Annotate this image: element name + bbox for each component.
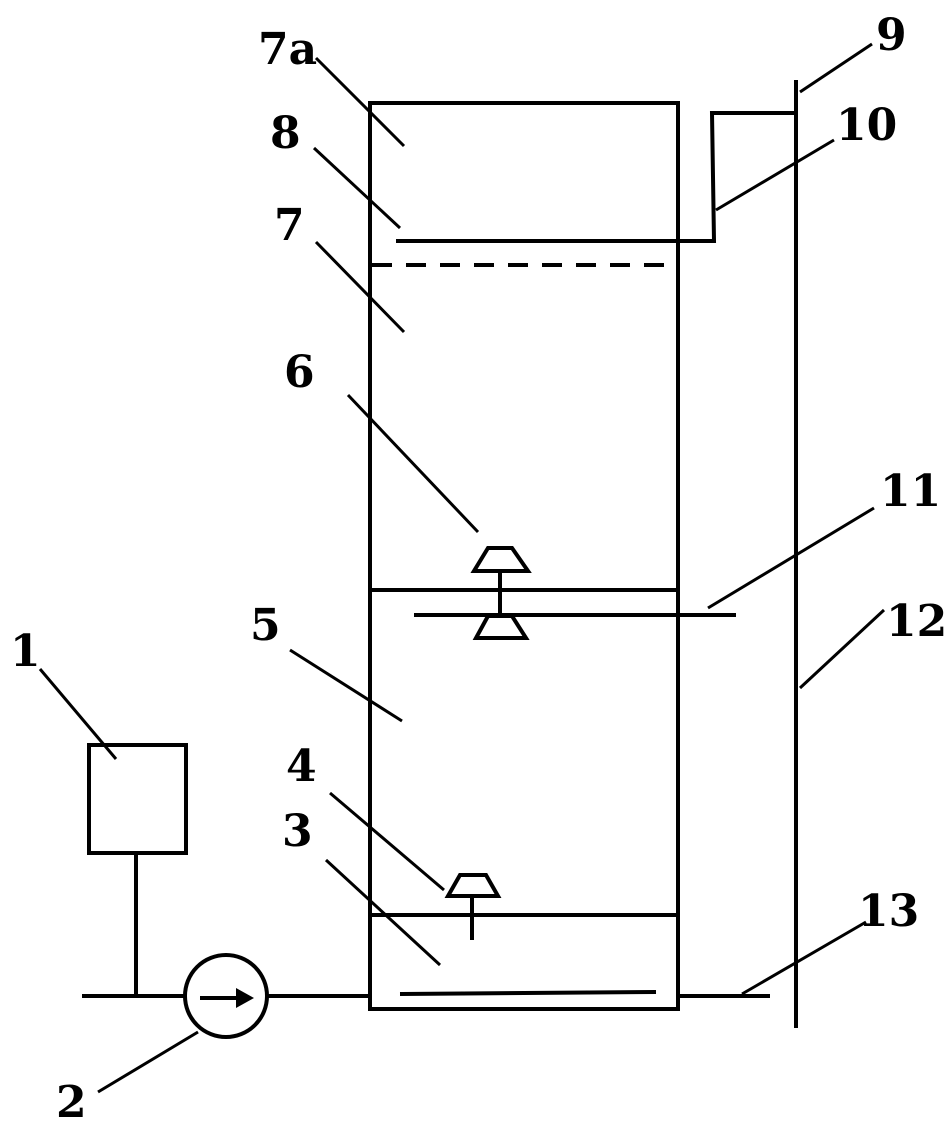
- label-7a: 7a: [258, 24, 317, 75]
- pump-arrow-head: [236, 988, 254, 1008]
- label-4: 4: [286, 741, 317, 792]
- label-12: 12: [886, 596, 947, 647]
- lower-nozzle-top: [444, 873, 502, 898]
- label-11: 11: [880, 466, 941, 517]
- label-3: 3: [282, 806, 313, 857]
- leader-1: [38, 668, 118, 760]
- leader-4: [329, 791, 445, 892]
- label-9: 9: [876, 10, 907, 61]
- label-8: 8: [270, 108, 301, 159]
- feed-tank: [87, 743, 188, 855]
- leader-8: [312, 146, 402, 230]
- leader-3: [324, 858, 442, 967]
- leader-7a: [314, 56, 406, 148]
- leader-7: [314, 240, 406, 334]
- leader-9: [799, 42, 873, 94]
- upper-nozzle-bottom: [472, 614, 530, 640]
- label-5: 5: [250, 600, 281, 651]
- leader-13: [741, 920, 867, 996]
- inlet-pipe-inner: [399, 989, 657, 997]
- label-13: 13: [858, 886, 919, 937]
- label-2: 2: [56, 1077, 87, 1128]
- leader-11: [707, 506, 875, 610]
- upper-nozzle-top: [470, 546, 532, 573]
- label-7: 7: [274, 200, 305, 251]
- leader-10: [715, 138, 835, 212]
- leader-5: [289, 648, 403, 723]
- overflow-weir-pipe: [396, 111, 798, 243]
- leader-2: [97, 1030, 199, 1094]
- label-1: 1: [10, 626, 41, 677]
- label-6: 6: [284, 347, 315, 398]
- pump-icon: [183, 953, 269, 1039]
- leader-6: [346, 393, 480, 534]
- leader-12: [798, 608, 886, 690]
- label-10: 10: [836, 100, 897, 151]
